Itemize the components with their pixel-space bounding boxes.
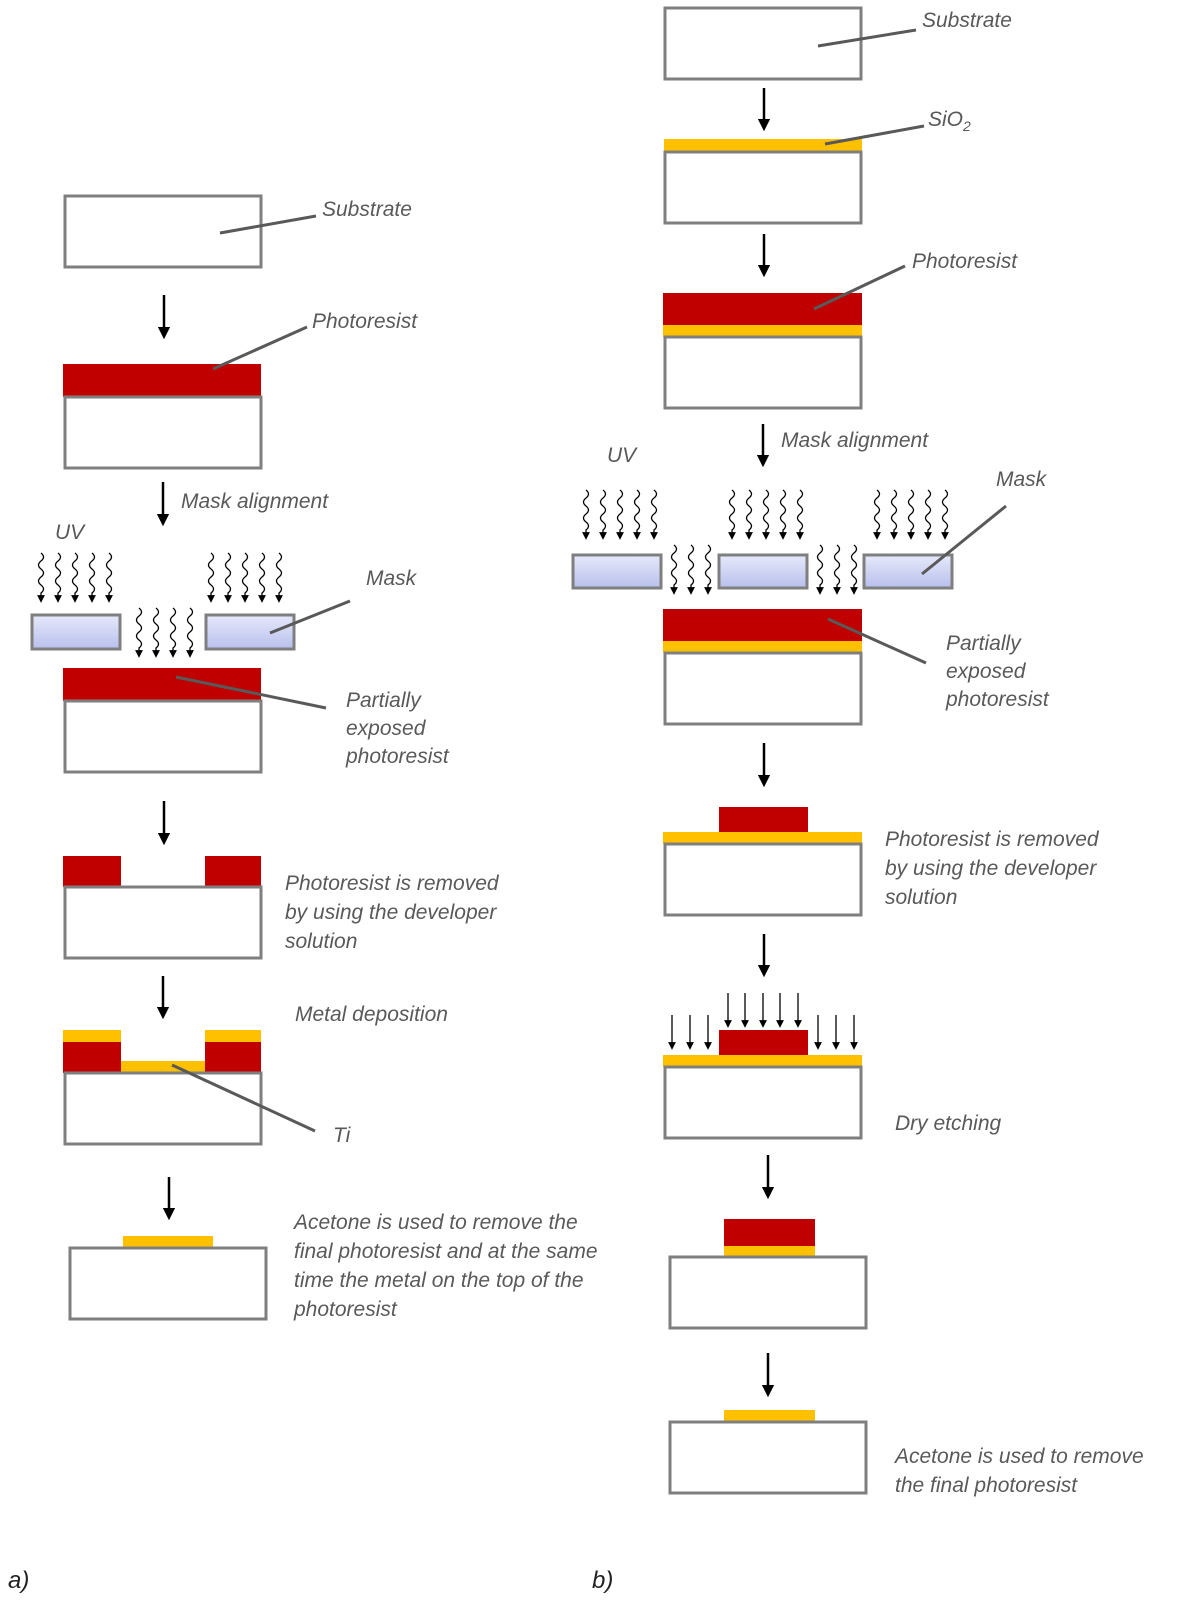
photoresist-block	[724, 1219, 815, 1246]
oxide-layer	[663, 832, 862, 844]
photoresist-block	[63, 1042, 121, 1073]
leader-line	[817, 28, 917, 48]
step-b5-development: Photoresist is removed by using the deve…	[663, 807, 1104, 917]
oxide-layer	[724, 1410, 815, 1422]
photoresist-layer	[663, 293, 862, 325]
step-b8-final: Acetone is used to remove the final phot…	[668, 1410, 1149, 1497]
label-metal-deposition: Metal deposition	[295, 1003, 448, 1026]
photoresist-block	[205, 856, 261, 887]
oxide-layer	[663, 325, 862, 337]
substrate-block	[63, 885, 263, 960]
step-a2-photoresist: Photoresist	[63, 310, 418, 470]
label-acetone: Acetone is used to remove the final phot…	[893, 1445, 1149, 1497]
substrate-block	[63, 395, 263, 470]
substrate-block	[68, 1246, 268, 1321]
label-partially-exposed: Partially exposed photoresist	[345, 689, 450, 768]
photoresist-block	[205, 1042, 261, 1073]
step-a3-exposure: UV Mask Partially exposed photoresist	[30, 521, 450, 774]
step-a1-substrate: Substrate	[63, 194, 412, 269]
label-uv: UV	[55, 521, 86, 544]
photoresist-layer	[63, 364, 261, 397]
label-mask: Mask	[366, 567, 418, 590]
label-dry-etching: Dry etching	[895, 1112, 1002, 1135]
leader-line	[827, 617, 927, 665]
photoresist-block	[63, 856, 121, 887]
metal-layer	[205, 1030, 261, 1042]
substrate-block	[663, 651, 863, 726]
step-b7-etched	[668, 1219, 868, 1330]
leader-line	[175, 675, 327, 710]
substrate-block	[663, 1065, 863, 1140]
oxide-layer	[663, 1055, 862, 1067]
leader-line	[171, 1063, 316, 1133]
step-a4-development: Photoresist is removed by using the deve…	[63, 856, 504, 960]
panel-b: Substrate SiO2 Photoresist Mask alignmen…	[571, 6, 1149, 1594]
label-developer: Photoresist is removed by using the deve…	[285, 872, 504, 953]
panel-a: Substrate Photoresist Mask alignment UV …	[8, 194, 603, 1594]
label-substrate: Substrate	[922, 9, 1012, 32]
panel-label-b: b)	[592, 1567, 613, 1594]
label-mask-alignment: Mask alignment	[181, 490, 329, 513]
photoresist-layer	[663, 609, 862, 641]
substrate-block	[663, 150, 863, 225]
step-a6-lift-off: Acetone is used to remove the final phot…	[68, 1211, 603, 1321]
leader-line	[824, 124, 925, 146]
label-developer: Photoresist is removed by using the deve…	[885, 828, 1104, 909]
substrate-block	[63, 1071, 263, 1146]
substrate-block	[663, 335, 863, 410]
photoresist-layer	[63, 668, 261, 701]
etch-arrows	[668, 993, 858, 1050]
step-b3-photoresist: Photoresist	[663, 250, 1018, 410]
label-uv: UV	[607, 444, 638, 467]
metal-layer	[123, 1236, 213, 1248]
label-acetone: Acetone is used to remove the final phot…	[292, 1211, 603, 1321]
photoresist-block	[719, 807, 808, 832]
mask-block	[204, 613, 296, 651]
label-partially-exposed: Partially exposed photoresist	[945, 632, 1050, 711]
metal-layer	[121, 1061, 205, 1073]
substrate-block	[63, 699, 263, 774]
oxide-layer	[724, 1246, 815, 1257]
substrate-block	[663, 842, 863, 917]
oxide-layer	[664, 139, 862, 152]
step-a5-metal-deposition: Ti	[63, 1030, 352, 1147]
step-b6-dry-etching: Dry etching	[663, 993, 1002, 1140]
step-b2-oxide: SiO2	[663, 108, 971, 225]
metal-layer	[63, 1030, 121, 1042]
leader-line	[269, 599, 351, 635]
label-oxide: SiO2	[928, 108, 971, 134]
label-photoresist: Photoresist	[912, 250, 1018, 273]
substrate-block	[668, 1420, 868, 1495]
oxide-layer	[663, 641, 862, 653]
photoresist-block	[719, 1030, 808, 1055]
label-mask-alignment: Mask alignment	[781, 429, 929, 452]
step-b4-exposure: UV Mask Partially exposed photoresist	[571, 444, 1050, 726]
leader-line	[212, 325, 308, 371]
label-photoresist: Photoresist	[312, 310, 418, 333]
label-substrate: Substrate	[322, 198, 412, 221]
mask-block	[30, 613, 122, 651]
substrate-block	[668, 1255, 868, 1330]
label-mask: Mask	[996, 468, 1048, 491]
leader-line	[219, 214, 317, 235]
label-metal-name: Ti	[333, 1124, 352, 1147]
mask-block	[717, 553, 809, 590]
leader-line	[921, 504, 1007, 576]
panel-label-a: a)	[8, 1567, 29, 1594]
mask-block	[571, 553, 663, 590]
step-b1-substrate: Substrate	[663, 6, 1012, 81]
leader-line	[813, 264, 906, 311]
